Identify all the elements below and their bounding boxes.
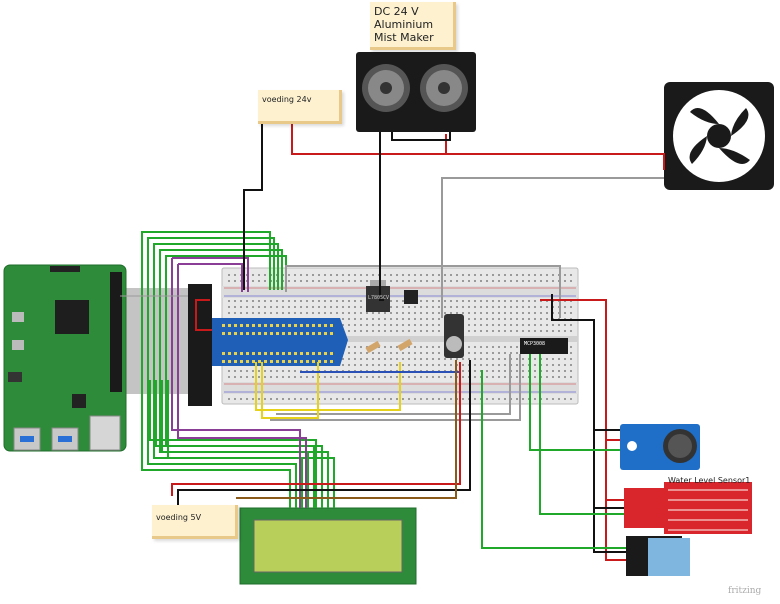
wire [379, 132, 384, 301]
water-sensor-label: Water Level Sensor1 [668, 476, 751, 485]
potentiometer [444, 314, 464, 358]
gpio-cobbler [188, 284, 348, 406]
wire [172, 257, 249, 292]
wire [276, 354, 511, 415]
mist-maker [356, 52, 476, 132]
supply-24v-label: voeding 24v [258, 90, 342, 124]
wire [391, 132, 451, 141]
supply-5v-label: voeding 5V [152, 505, 238, 539]
wire [243, 124, 263, 290]
transistor [404, 290, 418, 304]
wire [153, 243, 303, 508]
sensor-module-blue [620, 424, 700, 470]
watermark: fritzing [728, 586, 762, 596]
wire [236, 360, 457, 499]
wire [551, 294, 626, 553]
mist-maker-label: DC 24 V Aluminium Mist Maker [370, 2, 456, 50]
wire [195, 299, 212, 331]
wire [141, 231, 291, 508]
wire [261, 362, 319, 419]
wire [178, 263, 243, 292]
adc-chip [520, 338, 568, 354]
wire [155, 380, 323, 508]
wire [161, 380, 329, 508]
wire [171, 362, 461, 496]
wire [171, 258, 301, 508]
wire [149, 380, 317, 508]
lcd-display [239, 507, 417, 585]
raspberry-pi-board [3, 264, 200, 452]
wire [441, 177, 664, 318]
voltage-regulator [366, 280, 390, 312]
adc-chip-label: MCP3008 [524, 341, 546, 347]
resistors [365, 338, 413, 354]
wire [165, 255, 315, 508]
wires [120, 124, 665, 561]
wire [481, 370, 626, 549]
temperature-humidity-sensor [626, 536, 690, 576]
wire [255, 362, 401, 411]
wire [446, 153, 665, 170]
wire [177, 264, 307, 508]
wire [529, 354, 620, 451]
wire [177, 360, 471, 506]
water-level-sensor [624, 482, 752, 534]
wire [270, 354, 521, 421]
regulator-label: L7805CV [368, 295, 390, 301]
wire [147, 237, 297, 508]
cooling-fan [664, 82, 774, 190]
wire [285, 265, 561, 318]
wire [291, 124, 447, 155]
wire [539, 354, 624, 515]
breadboard [221, 267, 579, 405]
